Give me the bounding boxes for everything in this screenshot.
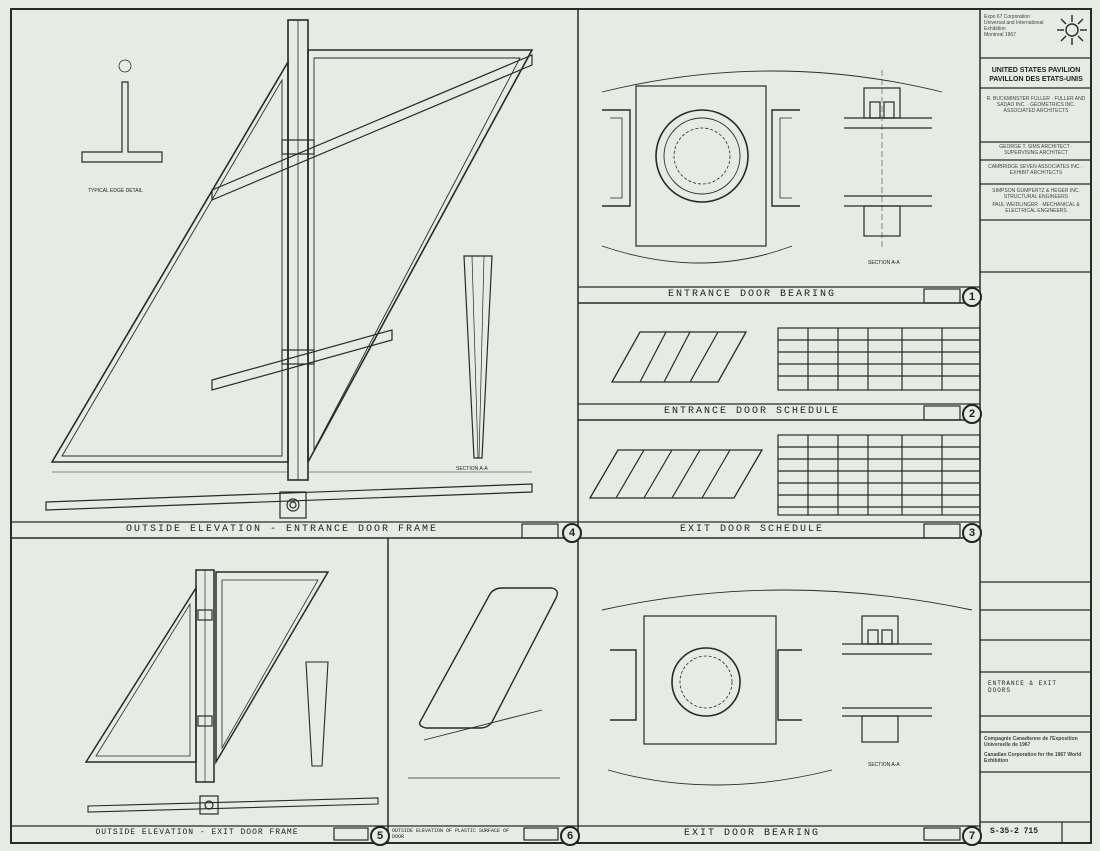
panel-number-5: 5 [370, 826, 390, 846]
caption-panel-4: OUTSIDE ELEVATION - ENTRANCE DOOR FRAME [125, 524, 439, 535]
title-block-org: Expo 67 Corporation Universal and Intern… [984, 14, 1044, 38]
drawing-title: ENTRANCE & EXIT DOORS [988, 680, 1058, 694]
drawing-number: S-35-2 715 [990, 827, 1039, 836]
architect-credit-3: CAMBRIDGE SEVEN ASSOCIATES INC. · EXHIBI… [988, 164, 1084, 176]
label-section-aa-3: SECTION A-A [868, 762, 900, 768]
engineers-credit: SIMPSON GUMPERTZ & HEGER INC. STRUCTURAL… [992, 188, 1080, 200]
caption-panel-7: EXIT DOOR BEARING [683, 828, 821, 839]
architect-credit-2: GEORGE T. SIMS ARCHITECT · SUPERVISING A… [999, 144, 1073, 156]
label-section-aa-1: SECTION A-A [456, 466, 488, 472]
caption-panel-2: ENTRANCE DOOR SCHEDULE [663, 406, 841, 417]
panel-number-1: 1 [962, 287, 982, 307]
caption-panel-1: ENTRANCE DOOR BEARING [667, 289, 837, 300]
caption-panel-5: OUTSIDE ELEVATION - EXIT DOOR FRAME [95, 828, 299, 837]
project-title-fr: PAVILLON DES ETATS-UNIS [989, 76, 1083, 83]
engineers-credit-2: PAUL WEIDLINGER · MECHANICAL & ELECTRICA… [992, 202, 1080, 214]
agency-credit-2: Canadian Corporation for the 1967 World … [984, 752, 1082, 764]
project-title: UNITED STATES PAVILION [991, 67, 1081, 74]
agency-credit: Compagnie Canadienne de l'Exposition Uni… [984, 736, 1078, 748]
panel-number-3: 3 [962, 523, 982, 543]
caption-panel-3: EXIT DOOR SCHEDULE [679, 524, 825, 535]
drawing-sheet: OUTSIDE ELEVATION - ENTRANCE DOOR FRAME … [10, 8, 1092, 846]
architect-credit: R. BUCKMINSTER FULLER · FULLER AND SADAO… [986, 96, 1086, 114]
panel-number-7: 7 [962, 826, 982, 846]
panel-number-2: 2 [962, 404, 982, 424]
panel-number-4: 4 [562, 523, 582, 543]
label-section-aa-2: SECTION A-A [868, 260, 900, 266]
panel-number-6: 6 [560, 826, 580, 846]
drawing-linework [12, 10, 1090, 842]
label-typical-edge-detail: TYPICAL EDGE DETAIL [88, 188, 143, 194]
caption-panel-6: OUTSIDE ELEVATION OF PLASTIC SURFACE OF … [392, 828, 510, 840]
